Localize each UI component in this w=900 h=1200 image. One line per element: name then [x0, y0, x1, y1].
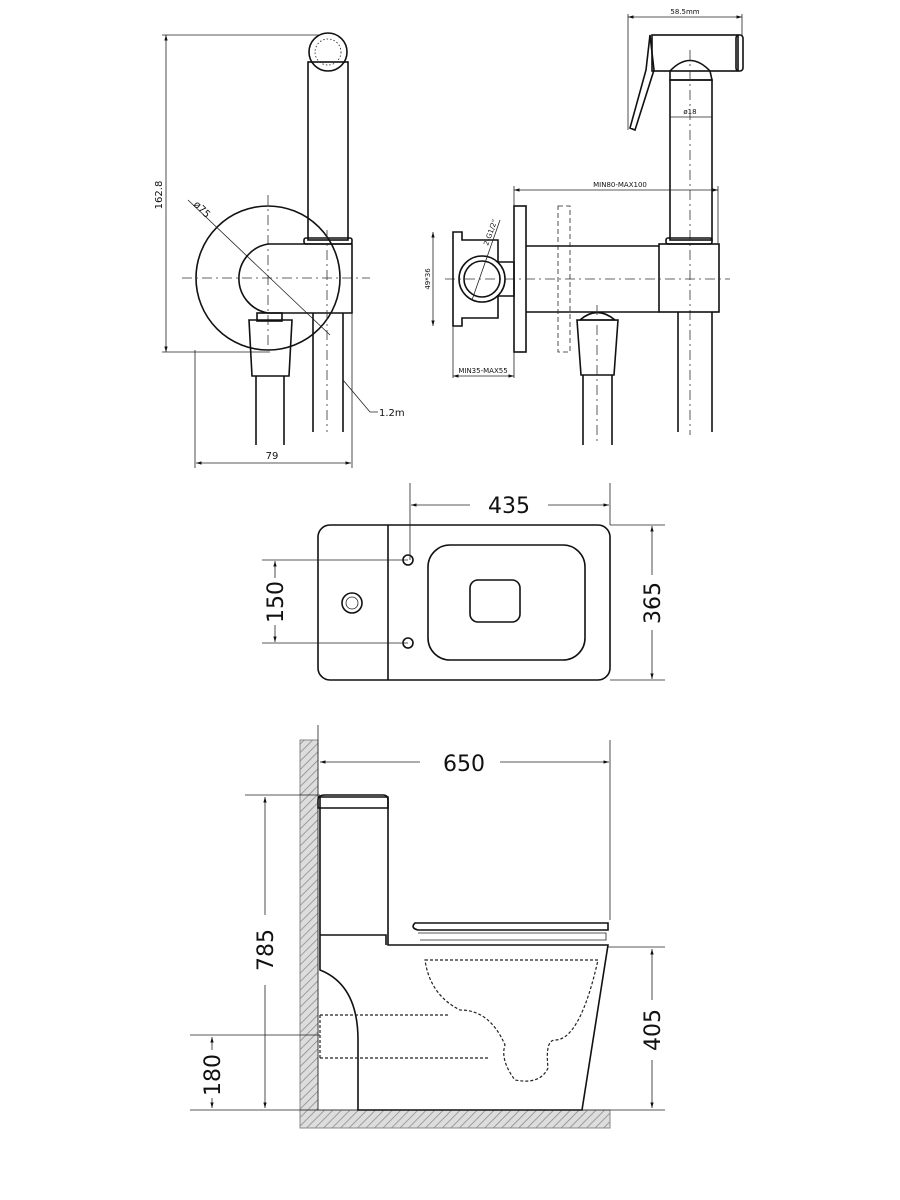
faucet-front-view: 58.5mm ø18 MIN80-MAX100 2-G1/2" 49*36 MI… — [424, 8, 744, 445]
seat-height-label: 405 — [641, 1009, 666, 1051]
thread-label: 2-G1/2" — [482, 218, 499, 246]
diameter-label: ø75 — [191, 199, 212, 220]
height-label: 785 — [254, 929, 279, 971]
outlet-height-label: 180 — [201, 1054, 226, 1096]
toilet-top-view: 435 365 150 — [262, 483, 666, 681]
width-label: 365 — [641, 582, 666, 624]
toilet-side-view: 650 785 405 180 — [190, 725, 666, 1129]
depth-label: 650 — [443, 752, 485, 777]
box-size-label: 49*36 — [424, 268, 432, 290]
head-width-label: 58.5mm — [670, 8, 699, 16]
height-label: 162.8 — [154, 181, 165, 210]
hole-spacing-label: 150 — [264, 581, 289, 623]
hose-length-label: 1.2m — [379, 408, 405, 419]
faucet-side-view: 162.8 ø75 79 1.2m — [154, 32, 405, 468]
length-label: 435 — [488, 494, 530, 519]
wall-range-label: MIN35-MAX55 — [458, 367, 507, 375]
depth-range-label: MIN80-MAX100 — [593, 181, 647, 189]
width-label: 79 — [266, 451, 279, 462]
